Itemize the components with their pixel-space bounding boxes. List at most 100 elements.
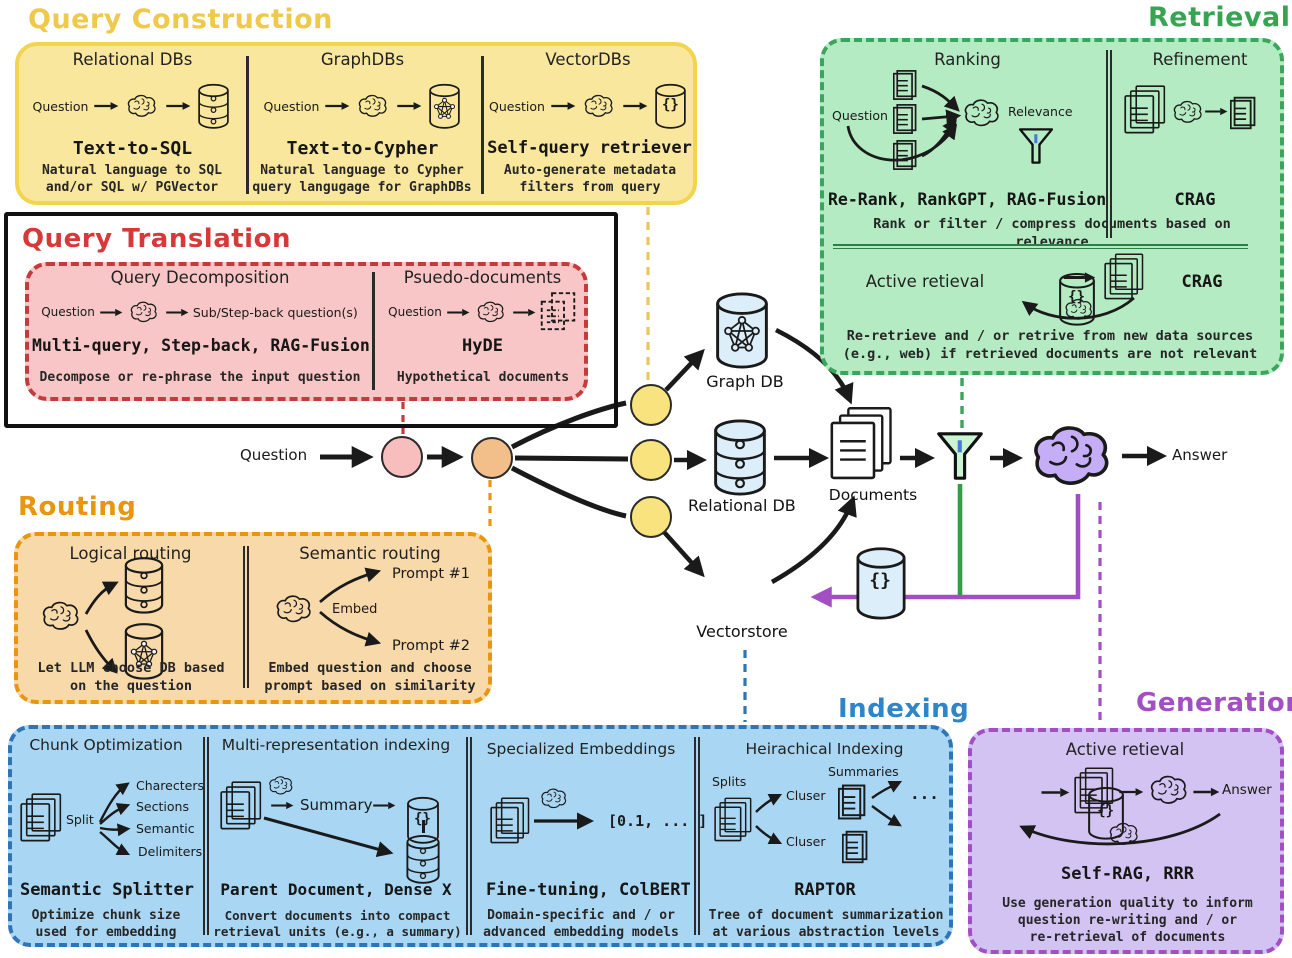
query-construction-node-2 [630,439,672,481]
brain-icon [124,92,160,120]
idx-col2-title: Multi-representation indexing [221,736,451,754]
question-label: Question [32,98,89,114]
center-question-label: Question [240,446,308,464]
brain-icon [1146,772,1192,808]
brain-icon [1062,296,1096,323]
routing-semantic-title: Semantic routing [299,544,441,563]
routing-logical-arrows [84,581,119,674]
qc-col2-flow: Question [252,80,474,132]
braces-glyph: {} [414,811,431,827]
cluster-label-a: Cluser [786,788,826,803]
documents-icon [714,794,754,846]
brain-icon [266,774,296,797]
query-construction-node-3 [630,496,672,538]
question-label: Question [832,108,888,123]
qc-col2-label: Text-to-Cypher [286,138,439,159]
split-label: Split [66,812,94,827]
summary-doc-icon [842,830,868,864]
ranking-arrows [846,84,962,162]
qc-col1-title: Relational DBs [72,50,193,69]
idx-divider-3 [694,737,700,935]
splits-label: Splits [712,774,747,789]
vector-db-icon: {} [404,796,442,844]
relevance-funnel-icon [1018,124,1054,168]
arrow-right-icon [165,307,189,318]
doc-icon [1230,96,1256,130]
prompt2-label: Prompt #2 [392,638,471,654]
active-retrieval-label: CRAG [1181,272,1223,292]
qc-col1-caption: Natural language to SQL and/or SQL w/ PG… [41,163,222,195]
generation-subtitle: Active retieval [1065,740,1185,759]
summary-doc-icon [838,784,866,820]
indexing-box [8,725,953,947]
qt-col1-label: Multi-query, Step-back, RAG-Fusion [32,336,370,355]
idx-col2-caption: Convert documents into compact retrieval… [213,908,462,940]
qt-decomposition-output: Sub/Step-back question(s) [192,304,358,320]
center-answer-label: Answer [1172,446,1228,464]
section-title-indexing: Indexing [838,694,970,724]
qc-col3-label: Self-query retriever [487,138,692,158]
arrow-right-icon [622,100,648,112]
idx-col1-label: Semantic Splitter [20,880,194,900]
arrow-right-icon [270,800,294,811]
splits-cluster-arrows [755,793,783,845]
qt-col1-caption: Decompose or re-phrase the input questio… [39,370,361,385]
qc-col1-flow: Question [23,80,241,132]
cluster-label-b: Cluser [786,834,826,849]
arrow-right-icon [99,307,123,318]
relational-db-icon [402,834,444,884]
embedding-vector-label: [0.1, ... ] [608,812,708,830]
qc-divider-1 [246,56,249,194]
docs-to-db-arrow [263,816,394,858]
hypothetical-docs-icon [540,291,576,333]
arrow-right-icon [165,100,191,112]
braces-glyph: {} [661,97,679,113]
qc-divider-2 [481,56,484,194]
graph-db-icon [427,83,462,129]
graph-db-icon [711,291,773,369]
qt-col2-caption: Hypothetical documents [396,370,570,385]
split-target-3: Semantic [136,821,195,836]
brain-icon [581,92,617,120]
question-label: Question [489,98,545,114]
arrow-right-icon [446,307,470,318]
split-target-2: Sections [136,799,189,814]
documents-icon [20,790,64,846]
brain-icon [474,299,508,325]
refinement-title: Refinement [1152,50,1248,69]
routing-box [14,532,492,704]
question-label: Question [263,98,320,114]
idx-col4-caption: Tree of document summarization at variou… [708,908,944,940]
arrow-right-icon [512,307,536,318]
documents-label: Documents [828,486,918,504]
section-title-routing: Routing [18,492,137,522]
arrow-right-icon [1118,786,1144,798]
qt-col1-flow: Question Sub/Step-back question(s) [32,292,367,332]
relational-db-icon [196,83,231,129]
section-title-query-construction: Query Construction [28,4,333,35]
arrow-right-icon [93,100,119,112]
embed-arrow [534,812,595,830]
documents-icon [220,778,264,834]
idx-col1-caption: Optimize chunk size used for embedding [31,908,181,940]
idx-col3-label: Fine-tuning, ColBERT [486,880,691,900]
arrow-right-icon [372,800,396,811]
qc-col3-title: VectorDBs [545,50,631,69]
brain-icon [38,598,84,634]
idx-divider-2 [466,737,472,935]
idx-col3-caption: Domain-specific and / or advanced embedd… [483,908,679,940]
question-label: Question [388,305,442,319]
relevance-label: Relevance [1008,104,1073,119]
arrow-right-icon [550,100,576,112]
active-retrieval-title: Active retieval [865,272,985,291]
routing-semantic-arrows [319,567,382,647]
query-construction-box [15,42,697,205]
qc-col1-label: Text-to-SQL [72,138,193,159]
relational-db-icon [122,556,166,614]
llm-brain-icon [1024,418,1120,494]
documents-icon [1124,82,1168,138]
arrow-right-icon [1192,786,1220,798]
qc-col3-flow: Question {} [486,80,691,132]
arrow-right-icon [1040,786,1070,799]
